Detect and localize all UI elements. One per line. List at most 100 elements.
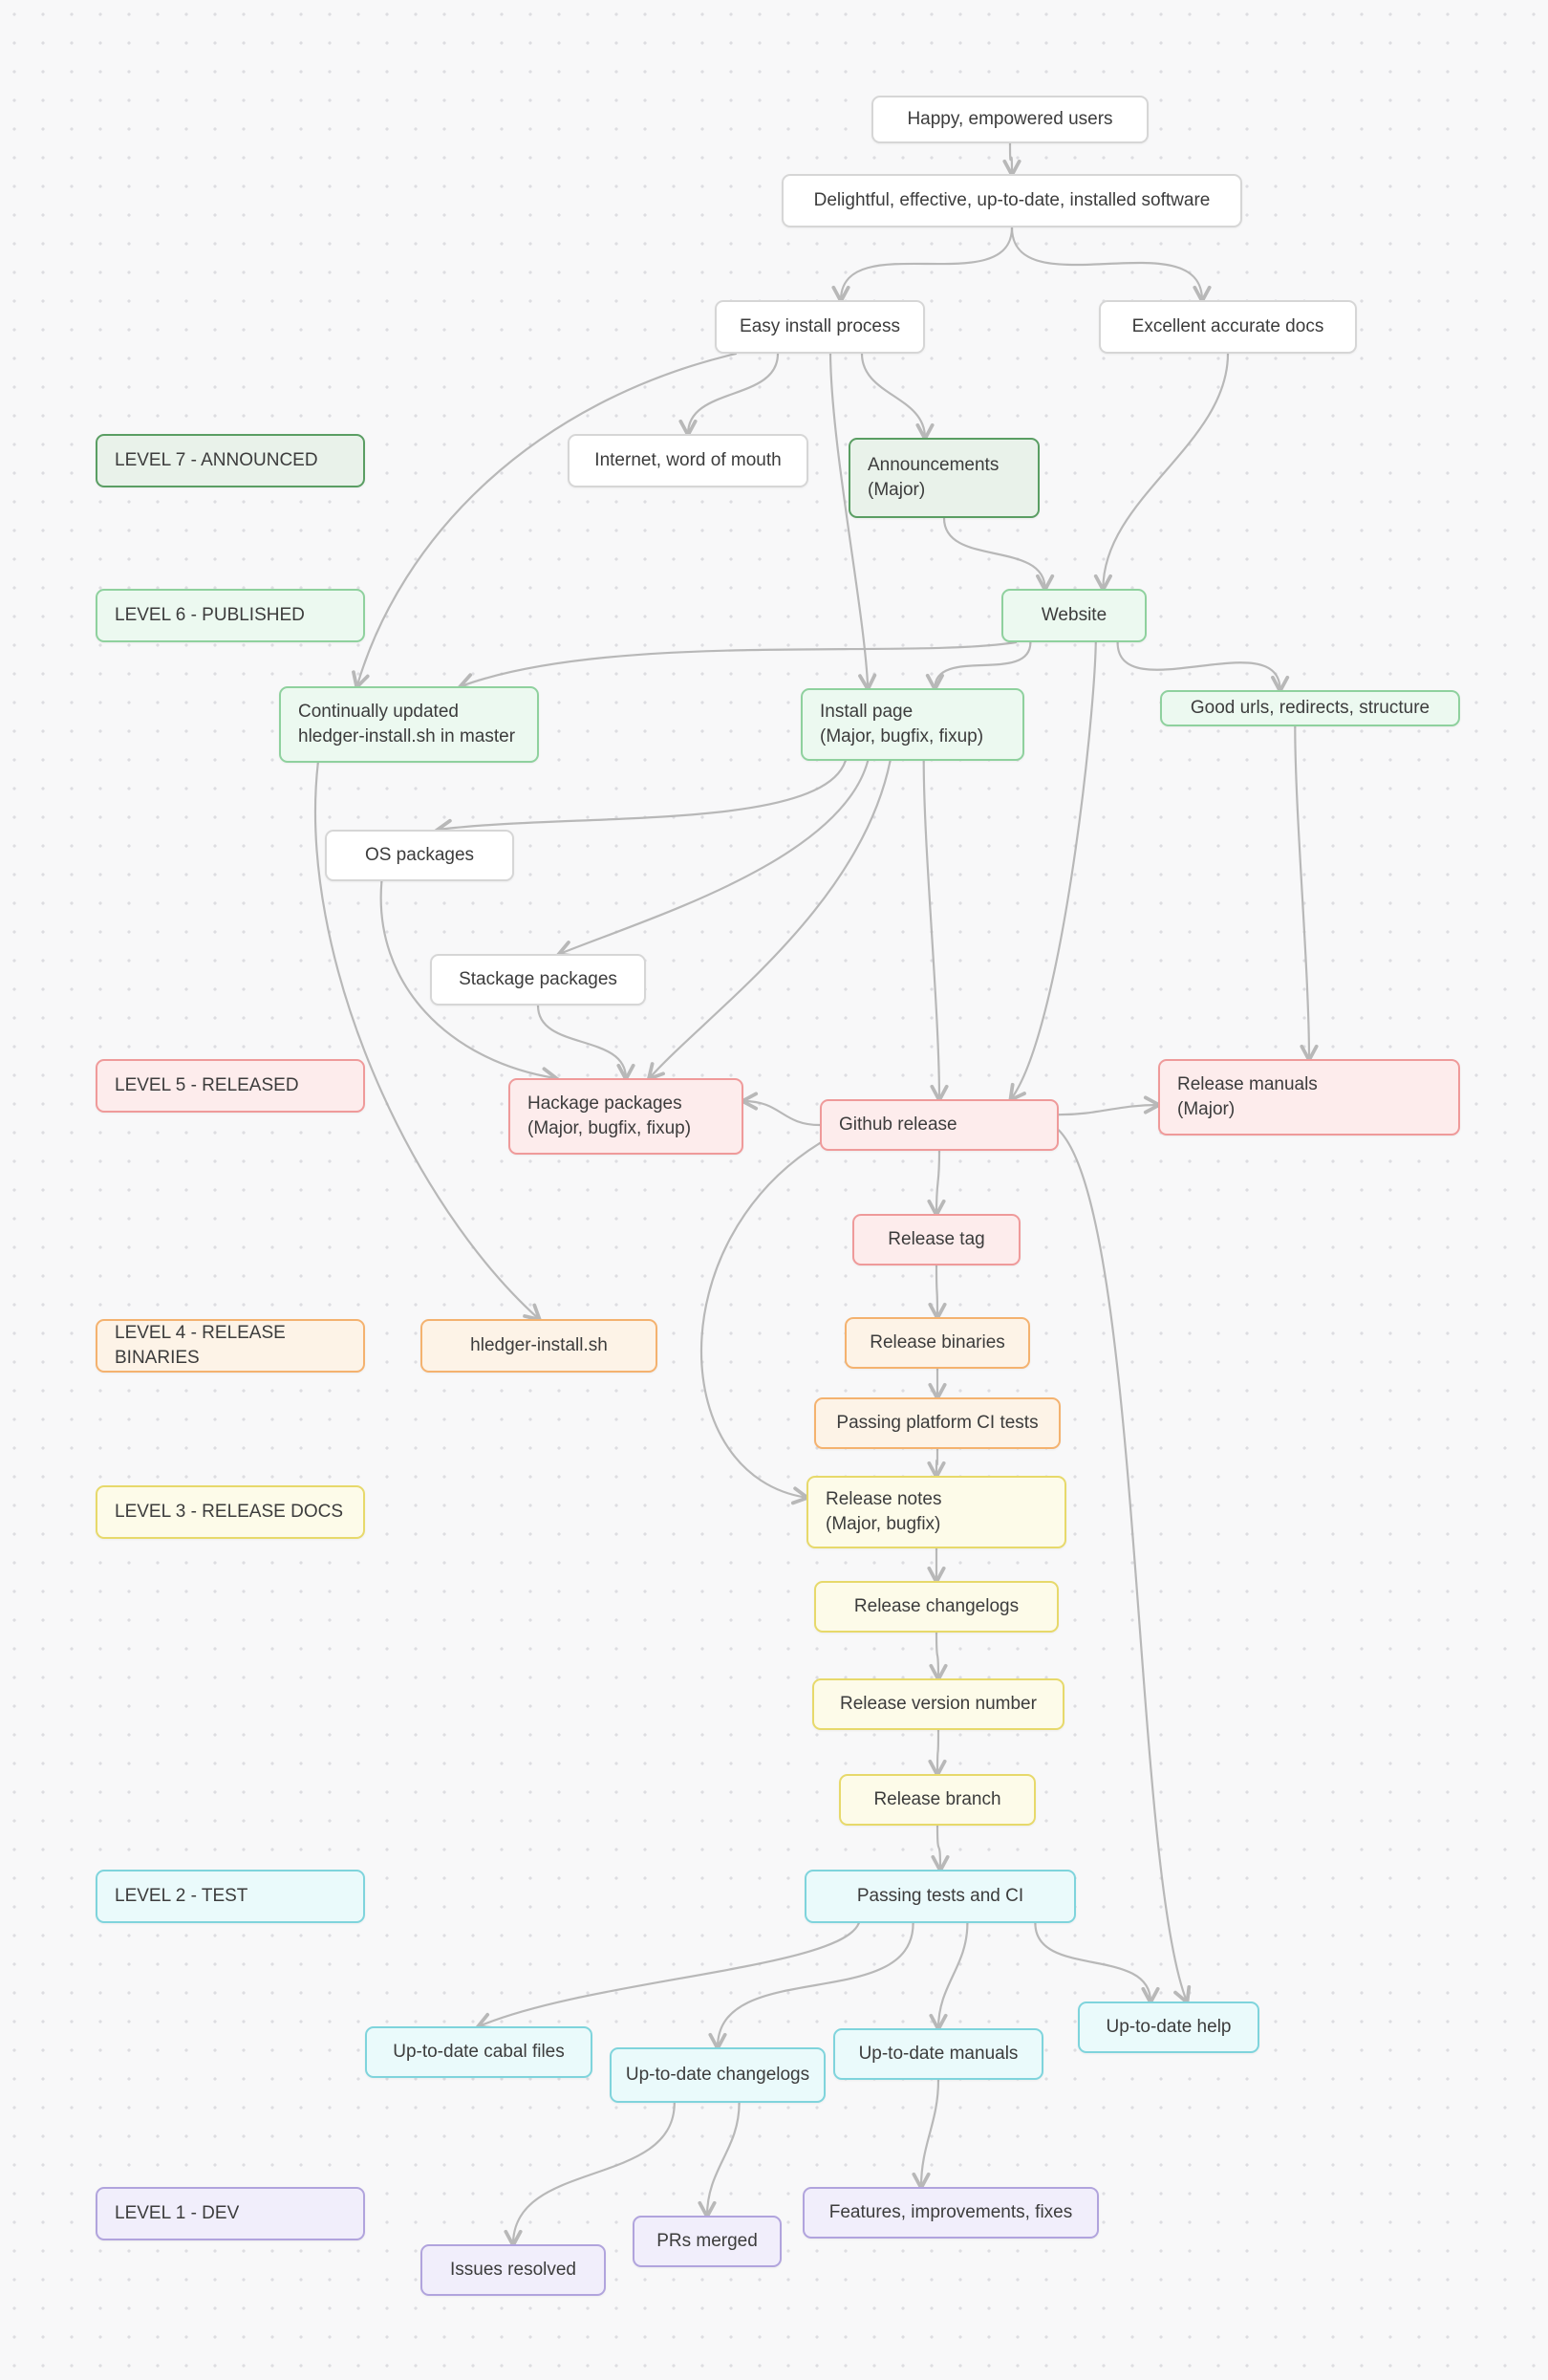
node-continually-updated-hledger-install: Continually updated hledger-install.sh in…	[279, 686, 539, 763]
edge-relbranch-to-passingtests	[937, 1824, 940, 1870]
level-5-released-label: LEVEL 5 - RELEASED	[96, 1059, 365, 1113]
edge-stackage-to-hackage	[536, 1004, 626, 1078]
node-release-branch: Release branch	[839, 1774, 1036, 1826]
node-sublabel: (Major, bugfix)	[826, 1514, 941, 1534]
node-label: Happy, empowered users	[907, 109, 1113, 130]
edge-website-to-contupd	[461, 640, 1018, 686]
node-os-packages: OS packages	[325, 830, 514, 881]
node-label: Release notes	[826, 1489, 942, 1510]
edge-website-to-goodurls	[1116, 640, 1280, 690]
node-up-to-date-changelogs: Up-to-date changelogs	[610, 2047, 826, 2103]
node-label: Good urls, redirects, structure	[1190, 698, 1430, 719]
node-sublabel: (Major, bugfix, fixup)	[527, 1118, 692, 1138]
node-sublabel: hledger-install.sh in master	[298, 726, 516, 746]
edge-github-to-relnotes	[700, 1141, 822, 1498]
node-label: Github release	[839, 1114, 957, 1136]
node-features-improvements-fixes: Features, improvements, fixes	[803, 2187, 1099, 2239]
node-up-to-date-manuals: Up-to-date manuals	[833, 2028, 1043, 2080]
node-passing-platform-ci-tests: Passing platform CI tests	[814, 1397, 1061, 1449]
edge-github-to-relmanuals	[1057, 1105, 1158, 1116]
edge-easyinstall-to-installpage	[828, 352, 868, 688]
edge-announcements-to-website	[942, 516, 1045, 589]
node-happy-users: Happy, empowered users	[871, 96, 1149, 143]
node-label: Internet, word of mouth	[594, 450, 782, 471]
edge-software-to-easyinstall	[841, 226, 1014, 300]
node-label: Delightful, effective, up-to-date, insta…	[813, 190, 1211, 211]
node-good-urls: Good urls, redirects, structure	[1160, 690, 1460, 726]
node-label: Website	[1041, 605, 1107, 626]
node-label: Up-to-date help	[1106, 2017, 1232, 2038]
level-label: LEVEL 3 - RELEASE DOCS	[115, 1502, 344, 1523]
node-label: Release tag	[888, 1229, 985, 1250]
edge-utdmanuals-to-features	[921, 2078, 940, 2187]
level-4-release-binaries-label: LEVEL 4 - RELEASE BINARIES	[96, 1319, 365, 1373]
node-label: OS packages	[364, 845, 475, 866]
node-label: Continually updated	[298, 702, 459, 723]
edge-github-to-utdhelp	[1057, 1129, 1187, 2001]
node-issues-resolved: Issues resolved	[420, 2244, 606, 2296]
level-label: LEVEL 6 - PUBLISHED	[115, 605, 305, 626]
edge-platformci-to-relnotes	[936, 1447, 937, 1476]
node-label: Release changelogs	[853, 1596, 1020, 1617]
node-release-notes: Release notes (Major, bugfix)	[806, 1476, 1066, 1548]
node-easy-install-process: Easy install process	[715, 300, 925, 354]
node-label: Up-to-date manuals	[858, 2044, 1019, 2065]
edge-installpage-to-stackage	[560, 759, 870, 954]
node-release-version-number: Release version number	[812, 1678, 1064, 1730]
level-label: LEVEL 1 - DEV	[115, 2203, 240, 2224]
edge-website-to-installpage	[935, 640, 1032, 688]
node-stackage-packages: Stackage packages	[430, 954, 646, 1006]
edge-installpage-to-github	[922, 759, 939, 1099]
node-sublabel: (Major)	[1177, 1099, 1236, 1119]
level-7-announced-label: LEVEL 7 - ANNOUNCED	[96, 434, 365, 487]
level-6-published-label: LEVEL 6 - PUBLISHED	[96, 589, 365, 642]
node-github-release: Github release	[820, 1099, 1059, 1151]
edge-installpage-to-ospackages	[439, 759, 847, 830]
node-label: Issues resolved	[449, 2260, 576, 2281]
node-label: Hackage packages	[527, 1093, 682, 1114]
node-label: Up-to-date cabal files	[393, 2042, 565, 2063]
node-label: Stackage packages	[459, 969, 617, 990]
edge-excellentdocs-to-website	[1103, 352, 1230, 589]
edge-goodurls-to-relmanuals	[1294, 725, 1309, 1059]
node-label: Release binaries	[870, 1332, 1005, 1353]
edge-happy-to-software	[1010, 141, 1012, 174]
level-label: LEVEL 5 - RELEASED	[115, 1075, 299, 1096]
node-label: Release branch	[873, 1789, 1001, 1810]
edge-github-to-reltag	[936, 1149, 939, 1214]
node-hackage-packages: Hackage packages (Major, bugfix, fixup)	[508, 1078, 743, 1155]
level-label: LEVEL 4 - RELEASE BINARIES	[115, 1323, 286, 1368]
node-delightful-software: Delightful, effective, up-to-date, insta…	[782, 174, 1242, 227]
node-website: Website	[1001, 589, 1147, 642]
node-up-to-date-cabal-files: Up-to-date cabal files	[365, 2026, 592, 2078]
node-hledger-install-sh: hledger-install.sh	[420, 1319, 657, 1373]
node-label: Passing platform CI tests	[836, 1413, 1039, 1434]
edge-passingtests-to-cabalfiles	[479, 1921, 860, 2026]
edge-relchangelogs-to-relversion	[936, 1631, 938, 1678]
level-label: LEVEL 7 - ANNOUNCED	[115, 450, 318, 471]
node-label: hledger-install.sh	[470, 1335, 608, 1356]
edge-relversion-to-relbranch	[937, 1728, 938, 1774]
edge-utdchangelogs-to-prsmerged	[707, 2101, 741, 2216]
node-install-page: Install page(Major, bugfix, fixup)	[801, 688, 1024, 761]
node-label: Announcements	[868, 455, 1000, 476]
node-release-manuals: Release manuals (Major)	[1158, 1059, 1460, 1136]
node-sublabel: (Major, bugfix, fixup)	[820, 726, 984, 746]
node-release-tag: Release tag	[852, 1214, 1021, 1266]
level-3-release-docs-label: LEVEL 3 - RELEASE DOCS	[96, 1485, 365, 1539]
edge-easyinstall-to-contupd	[357, 352, 738, 686]
edge-software-to-excellentdocs	[1010, 226, 1202, 300]
node-sublabel: (Major)	[868, 480, 926, 500]
edge-passingtests-to-utdmanuals	[938, 1921, 969, 2028]
node-excellent-accurate-docs: Excellent accurate docs	[1099, 300, 1357, 354]
node-label: Up-to-date changelogs	[625, 2065, 810, 2086]
node-label: Excellent accurate docs	[1131, 316, 1324, 337]
node-label: Release manuals	[1177, 1074, 1318, 1095]
node-up-to-date-help: Up-to-date help	[1078, 2001, 1259, 2053]
node-label: Features, improvements, fixes	[828, 2202, 1073, 2223]
node-label: Release version number	[840, 1694, 1037, 1715]
node-label: Passing tests and CI	[856, 1886, 1024, 1907]
node-internet-word-of-mouth: Internet, word of mouth	[568, 434, 808, 487]
